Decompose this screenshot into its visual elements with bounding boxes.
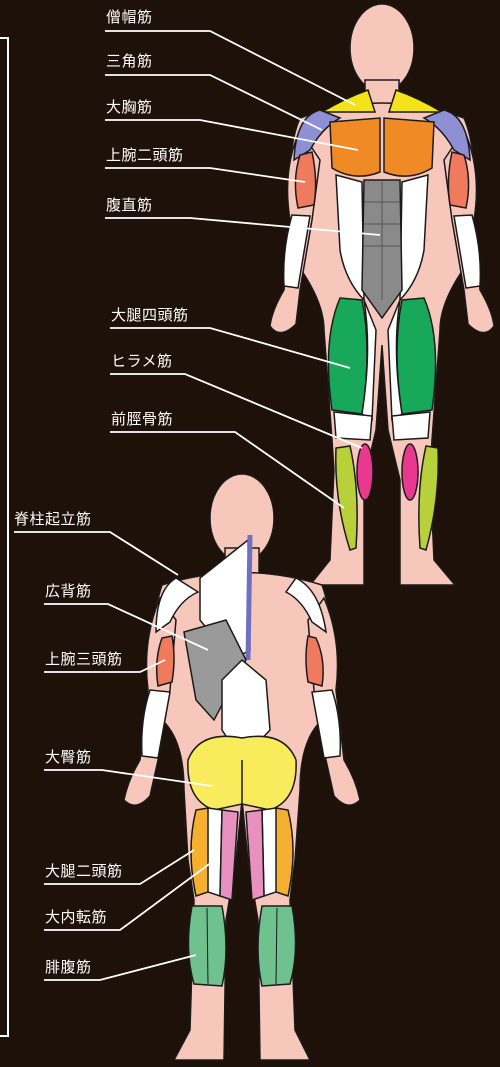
label-rectus-abdominis: 腹直筋	[106, 196, 153, 214]
back-adductor-right	[246, 810, 264, 900]
front-trapezius-right	[389, 90, 442, 112]
front-head	[350, 4, 414, 92]
label-pectoralis-major: 大胸筋	[106, 98, 153, 116]
back-adductor-left	[220, 810, 238, 900]
label-biceps-femoris: 大腿二頭筋	[45, 862, 123, 880]
front-pectoral-right	[384, 118, 434, 176]
label-adductor-magnus: 大内転筋	[45, 908, 107, 926]
label-gluteus-maximus: 大臀筋	[45, 748, 92, 766]
frame-bracket	[0, 38, 8, 1036]
front-figure	[270, 4, 494, 585]
leader-biceps	[105, 168, 305, 182]
leader-erector	[14, 532, 178, 575]
label-erector-spinae: 脊柱起立筋	[14, 510, 92, 528]
label-latissimus-dorsi: 広背筋	[45, 582, 92, 600]
label-gastrocnemius: 腓腹筋	[45, 958, 92, 976]
front-biceps-left	[295, 152, 315, 208]
back-figure	[124, 474, 360, 1060]
front-biceps-right	[448, 152, 468, 208]
label-trapezius: 僧帽筋	[106, 8, 153, 26]
label-quadriceps: 大腿四頭筋	[111, 306, 189, 324]
front-quadriceps-right	[397, 298, 436, 414]
label-triceps: 上腕三頭筋	[45, 650, 123, 668]
label-soleus: ヒラメ筋	[111, 352, 173, 370]
front-quadriceps-left	[328, 298, 367, 414]
front-soleus-right	[402, 444, 418, 500]
back-erector-spinae	[248, 535, 250, 660]
label-biceps: 上腕二頭筋	[106, 146, 184, 164]
front-pectoral-left	[330, 118, 380, 176]
front-knee-right	[392, 412, 430, 440]
label-deltoid: 三角筋	[106, 52, 153, 70]
front-soleus-left	[357, 444, 373, 500]
back-biceps-femoris-right	[274, 808, 293, 896]
front-knee-left	[334, 412, 372, 440]
back-biceps-femoris-left	[191, 808, 210, 896]
label-tibialis-anterior: 前脛骨筋	[111, 410, 173, 428]
